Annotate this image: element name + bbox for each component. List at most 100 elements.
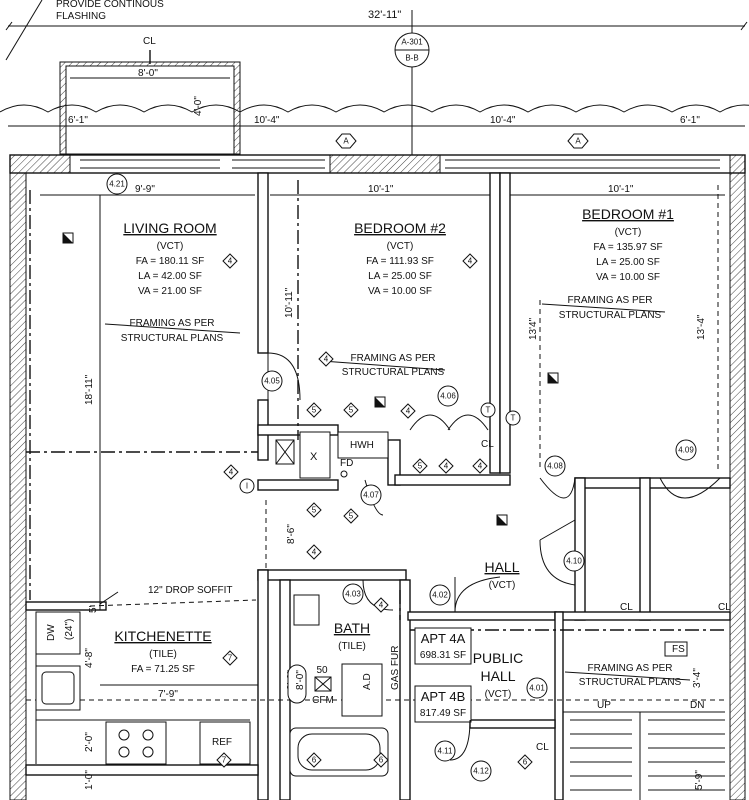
public-hall-label: PUBLIC HALL (VCT) — [473, 650, 524, 700]
svg-text:3'-4": 3'-4" — [692, 668, 703, 688]
svg-text:4: 4 — [379, 601, 384, 610]
door-tag-4-02: 4.02 — [429, 584, 451, 606]
bedroom-2-label: BEDROOM #2 (VCT) FA = 111.93 SF LA = 25.… — [354, 220, 446, 297]
svg-text:4.12: 4.12 — [473, 767, 489, 776]
svg-text:5: 5 — [418, 462, 423, 471]
svg-text:13'-4": 13'-4" — [696, 314, 707, 340]
svg-text:(VCT): (VCT) — [615, 227, 642, 238]
svg-text:FA = 71.25 SF: FA = 71.25 SF — [131, 664, 195, 675]
svg-text:LA = 42.00 SF: LA = 42.00 SF — [138, 271, 202, 282]
svg-text:APT 4B: APT 4B — [421, 689, 466, 704]
door-tag-4-01: 4.01 — [526, 677, 548, 699]
svg-text:(24"): (24") — [64, 619, 75, 640]
svg-text:4: 4 — [312, 548, 317, 557]
svg-text:8'-6": 8'-6" — [286, 524, 297, 544]
svg-text:4.21: 4.21 — [109, 180, 125, 189]
svg-text:I: I — [246, 482, 248, 491]
svg-text:32'-11": 32'-11" — [368, 9, 401, 21]
svg-text:4.09: 4.09 — [678, 446, 694, 455]
svg-text:BEDROOM #2: BEDROOM #2 — [354, 220, 446, 236]
svg-text:BEDROOM #1: BEDROOM #1 — [582, 206, 674, 222]
svg-text:LIVING ROOM: LIVING ROOM — [123, 220, 216, 236]
svg-text:FRAMING AS PER: FRAMING AS PER — [129, 318, 214, 329]
svg-text:5'-9": 5'-9" — [694, 770, 705, 790]
svg-text:FA = 111.93 SF: FA = 111.93 SF — [366, 256, 434, 267]
svg-text:4.06: 4.06 — [440, 392, 456, 401]
hall-label: HALL (VCT) — [484, 559, 519, 591]
gas-furnace: A.D GAS FUR — [341, 646, 401, 717]
light-fixture-symbols — [62, 232, 559, 526]
svg-text:A: A — [575, 137, 581, 146]
svg-text:FRAMING AS PER: FRAMING AS PER — [350, 353, 435, 364]
svg-text:FRAMING AS PER: FRAMING AS PER — [567, 295, 652, 306]
svg-text:LA = 25.00 SF: LA = 25.00 SF — [596, 257, 660, 268]
section-tag: A-301 B-B — [394, 10, 430, 170]
svg-text:8'-0": 8'-0" — [295, 670, 306, 690]
svg-text:13'4": 13'4" — [528, 317, 539, 340]
svg-text:BATH: BATH — [334, 620, 370, 636]
bathtub — [289, 727, 389, 777]
marker-t-1: T — [480, 402, 496, 418]
counter-outline — [35, 612, 250, 764]
room-dimensions: 9'-9" 10'-1" 10'-1" 18'-11" 10'-11" 13'4… — [40, 184, 725, 790]
wall-tag-diamonds: 4 4 4 4 5 5 5 4 4 4 5 5 4 4 7 7 6 6 6 — [216, 253, 533, 770]
svg-text:10'-4": 10'-4" — [490, 115, 516, 126]
svg-text:(VCT): (VCT) — [489, 580, 516, 591]
svg-text:VA = 10.00 SF: VA = 10.00 SF — [596, 272, 660, 283]
door-tag-4-03: 4.03 — [342, 583, 364, 605]
svg-text:VA = 21.00 SF: VA = 21.00 SF — [138, 286, 202, 297]
svg-text:4.05: 4.05 — [264, 377, 280, 386]
svg-text:4: 4 — [406, 407, 411, 416]
svg-text:HALL: HALL — [480, 668, 515, 684]
svg-text:50: 50 — [316, 665, 328, 676]
svg-text:APT 4A: APT 4A — [421, 631, 466, 646]
svg-text:CL: CL — [143, 36, 156, 47]
svg-text:6: 6 — [312, 756, 317, 765]
svg-text:4'-0": 4'-0" — [193, 96, 204, 116]
svg-text:STRUCTURAL PLANS: STRUCTURAL PLANS — [121, 333, 224, 344]
svg-text:STRUCTURAL PLANS: STRUCTURAL PLANS — [579, 677, 682, 688]
drop-soffit-note: 12" DROP SOFFIT — [89, 585, 257, 607]
svg-text:8'-0": 8'-0" — [138, 68, 158, 79]
door-tag-4-12: 4.12 — [470, 760, 492, 782]
door-swings — [267, 352, 721, 761]
interior-walls — [25, 172, 731, 800]
door-tag-4-11: 4.11 — [434, 740, 456, 762]
svg-text:(TILE): (TILE) — [149, 649, 177, 660]
framing-note-stair: FRAMING AS PER STRUCTURAL PLANS — [564, 663, 691, 688]
elevation-marker-a-2: A — [567, 133, 589, 149]
svg-text:4: 4 — [468, 257, 473, 266]
svg-text:REF: REF — [212, 737, 232, 748]
balcony: 8'-0" 4'-0" — [59, 61, 241, 155]
grid-lines — [26, 180, 725, 701]
roof-edge-scallop — [0, 104, 749, 113]
svg-text:6: 6 — [379, 756, 384, 765]
door-tag-4-09: 4.09 — [675, 439, 697, 461]
svg-text:CFM: CFM — [312, 695, 334, 706]
svg-text:DN: DN — [690, 700, 704, 711]
svg-text:PROVIDE CONTINOUS: PROVIDE CONTINOUS — [56, 0, 164, 10]
svg-text:6: 6 — [523, 758, 528, 767]
overall-dimension: 32'-11" — [5, 9, 748, 31]
svg-text:(VCT): (VCT) — [387, 241, 414, 252]
svg-text:(VCT): (VCT) — [157, 241, 184, 252]
svg-text:UP: UP — [597, 700, 611, 711]
svg-text:10'-4": 10'-4" — [254, 115, 280, 126]
door-tag-4-10: 4.10 — [563, 550, 585, 572]
svg-text:12" DROP SOFFIT: 12" DROP SOFFIT — [148, 585, 233, 596]
svg-text:7'-9": 7'-9" — [158, 689, 178, 700]
closet-labels: CL CL CL CL — [481, 439, 731, 753]
svg-text:A: A — [343, 137, 349, 146]
svg-text:T: T — [511, 414, 516, 423]
svg-text:7: 7 — [228, 654, 233, 663]
svg-text:(TILE): (TILE) — [338, 641, 366, 652]
svg-text:817.49 SF: 817.49 SF — [420, 708, 466, 719]
svg-text:4.01: 4.01 — [529, 684, 545, 693]
svg-text:4.08: 4.08 — [547, 462, 563, 471]
svg-text:4.11: 4.11 — [438, 747, 454, 756]
svg-text:A.D: A.D — [362, 673, 373, 690]
svg-text:2'-0": 2'-0" — [84, 732, 95, 752]
svg-text:FLASHING: FLASHING — [56, 11, 106, 22]
exterior-walls — [9, 154, 746, 800]
